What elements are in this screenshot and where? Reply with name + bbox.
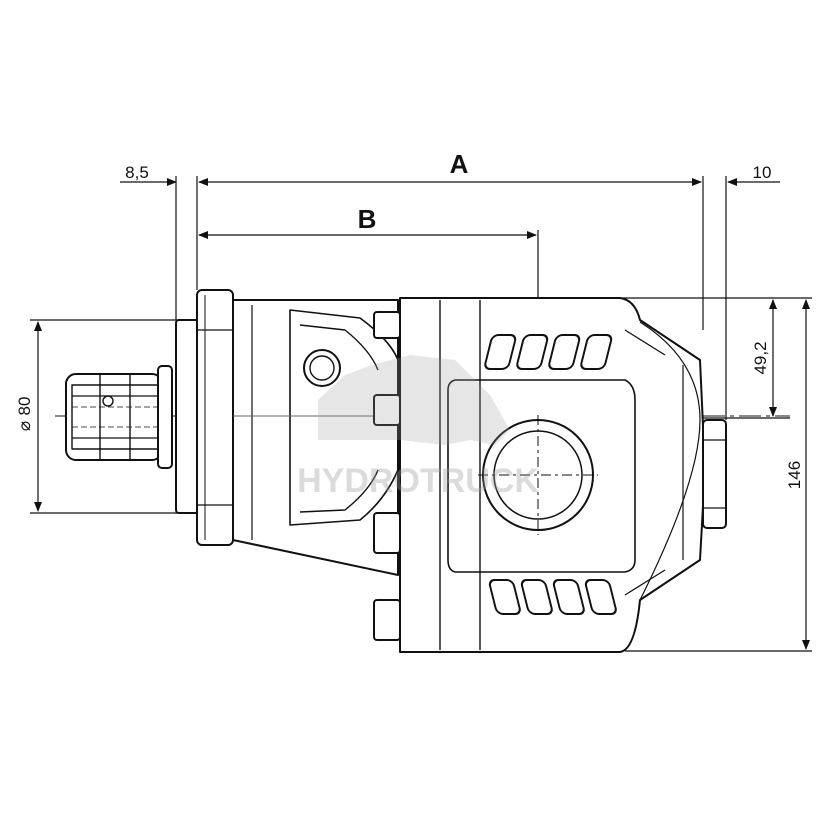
dim-rear-protrusion: 10 — [753, 163, 772, 182]
bolt-tabs — [373, 311, 401, 641]
mounting-flange — [196, 289, 234, 546]
watermark-text: HYDROTRUCK — [297, 462, 539, 500]
splined-shaft — [65, 365, 173, 469]
dim-port-position: B — [358, 204, 377, 234]
cooling-slots-bottom — [488, 579, 617, 615]
dim-shaft-diameter: 80 — [15, 397, 34, 416]
rear-cap — [702, 419, 727, 529]
hydraulic-port — [478, 415, 598, 535]
diameter-symbol: ⌀ — [15, 421, 34, 431]
dim-spline-offset: 8,5 — [125, 163, 149, 182]
drain-plug — [303, 349, 341, 387]
cooling-slots-top — [484, 334, 613, 370]
dim-port-height: 49,2 — [751, 341, 770, 374]
pump-body — [65, 289, 727, 653]
dim-overall-height: 146 — [785, 461, 804, 489]
dim-overall-length: A — [450, 149, 469, 179]
watermark: HYDROTRUCK — [297, 355, 539, 500]
